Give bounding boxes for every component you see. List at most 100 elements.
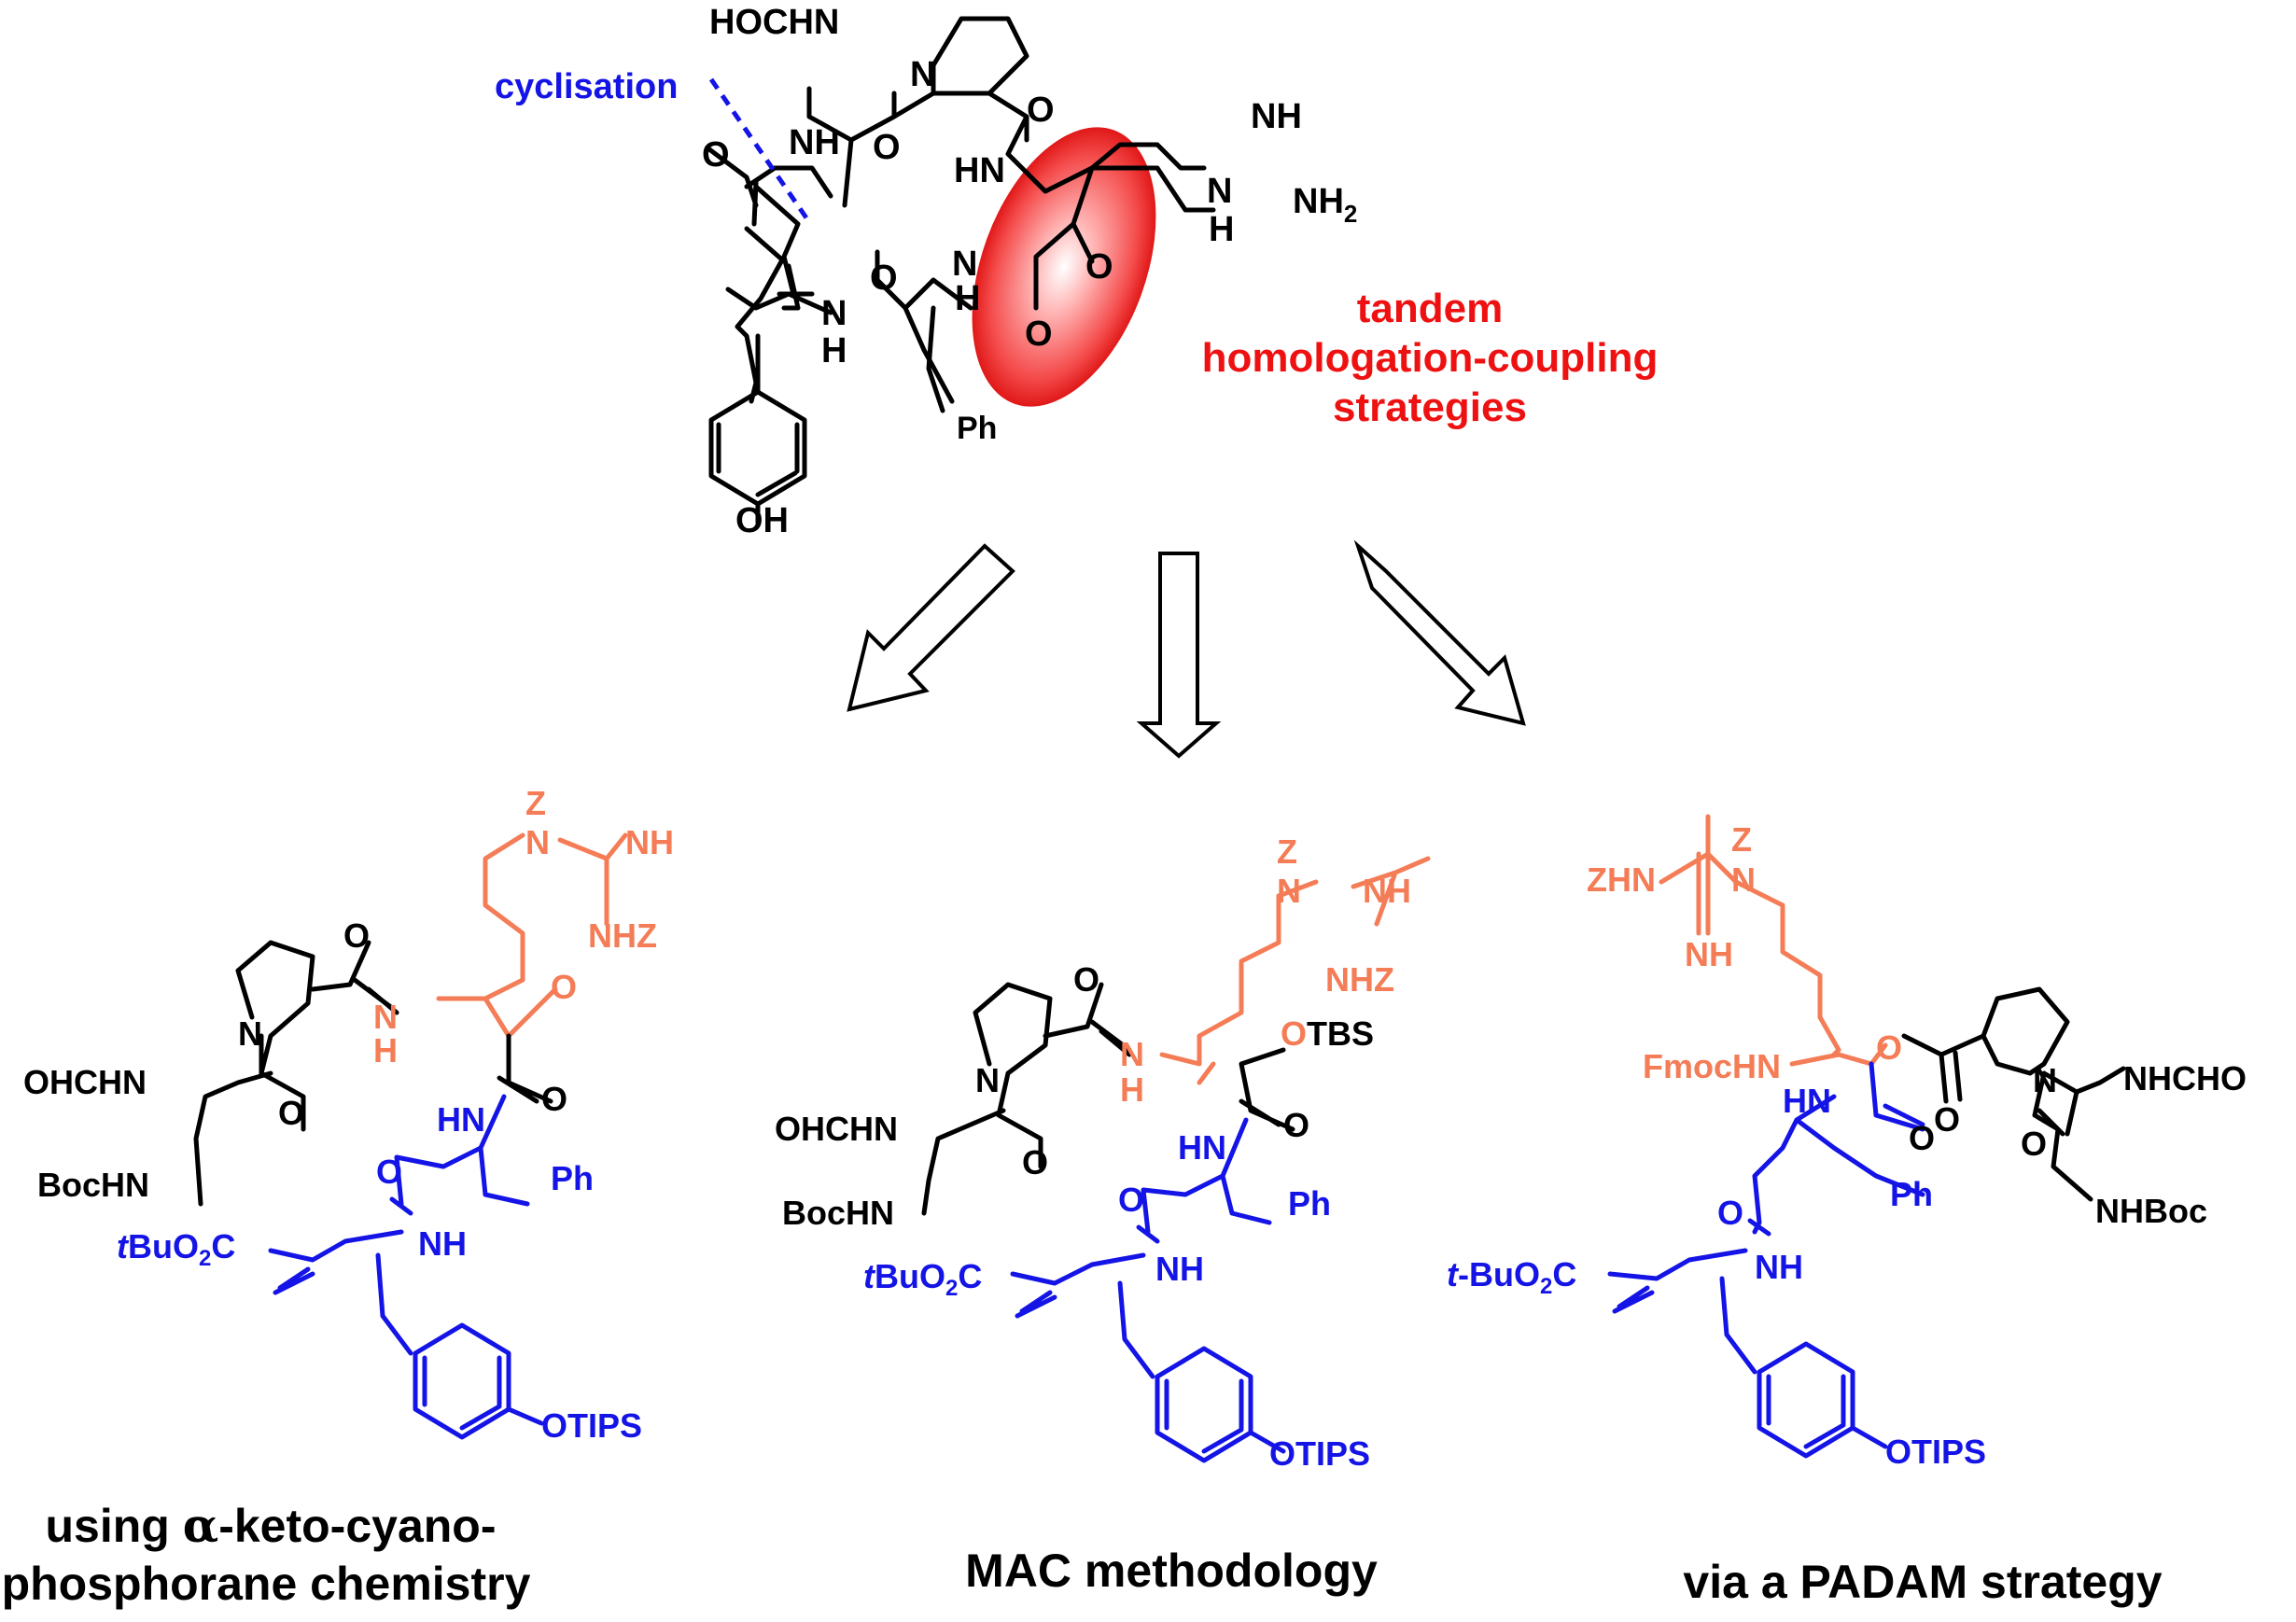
center-nh-label: NH — [1363, 872, 1411, 910]
guanidine-h-label: H — [1209, 210, 1234, 249]
ring-nh-label: NH — [789, 123, 840, 162]
center-arginine-bonds — [1159, 856, 1431, 1085]
right-otips-label: OTIPS — [1885, 1433, 1986, 1471]
tandem-label-line-3: strategies — [1333, 385, 1527, 430]
phe-side-chain — [926, 305, 945, 413]
left-z-label: Z — [525, 784, 546, 822]
keto-o-2: O — [1025, 315, 1053, 354]
proline-n-label: N — [910, 55, 935, 94]
left-precursor: Z N NH NHZ O N H O N OHCHN O O HN BocHN … — [2, 784, 674, 1610]
center-otbs-o: OTBS — [1281, 1014, 1374, 1053]
center-serine-o: O — [1022, 1143, 1048, 1182]
dehydro-h-label: H — [821, 331, 847, 371]
right-nhcho-label: NHCHO — [2123, 1059, 2247, 1098]
center-bochn-label: BocHN — [782, 1194, 894, 1232]
center-blue-bonds — [1010, 1117, 1286, 1463]
keto-o-1: O — [1085, 247, 1113, 287]
right-tbu-label: t-BuO2C — [1447, 1255, 1576, 1299]
phe-h-label: H — [955, 279, 980, 318]
arrow-center — [1136, 552, 1222, 759]
left-phe-o: O — [376, 1153, 402, 1191]
right-nh-label: NH — [1685, 935, 1733, 973]
right-ester-co-o: O — [1934, 1100, 1960, 1139]
left-proline-n: N — [238, 1014, 262, 1053]
right-nhboc-label: NHBoc — [2095, 1192, 2207, 1230]
phe-ph-label: Ph — [957, 411, 997, 446]
right-proline-n: N — [2033, 1061, 2057, 1099]
center-guanidine-n: N — [1277, 872, 1301, 910]
arrow-left — [847, 543, 1015, 712]
center-nh-dehydro: NH — [1155, 1250, 1204, 1288]
right-fmochn-label: FmocHN — [1643, 1047, 1781, 1085]
center-proline-o: O — [1073, 960, 1099, 999]
arrow-right — [1353, 539, 1526, 726]
right-guanidine-n: N — [1731, 860, 1756, 899]
center-proline-n: N — [975, 1061, 1000, 1099]
left-arginine-bonds — [436, 832, 628, 1039]
center-otips-label: OTIPS — [1269, 1434, 1370, 1473]
left-proline-o: O — [343, 916, 370, 955]
alkene-bonds — [744, 179, 815, 311]
left-guanidine-n: N — [525, 823, 550, 861]
cyclisation-label: cyclisation — [495, 67, 678, 106]
right-arginine-bonds — [1659, 814, 1888, 1067]
right-phe-o: O — [1717, 1194, 1743, 1232]
left-ohchn-label: OHCHN — [23, 1063, 147, 1101]
right-z-label: Z — [1731, 820, 1752, 859]
dehydro-n-label: N — [821, 294, 847, 333]
left-ph-label: Ph — [551, 1159, 594, 1197]
phe-carbonyl-o: O — [870, 259, 898, 298]
right-amide-o: O — [1909, 1119, 1935, 1157]
right-nh-dehydro: NH — [1755, 1248, 1803, 1286]
retrosynthetic-arrows — [847, 539, 1526, 759]
right-precursor: Z ZHN N NH FmocHN O O N NHCHO O NHBoc HN… — [1447, 814, 2247, 1608]
right-serine-o: O — [2021, 1125, 2047, 1163]
hochn-label: HOCHN — [709, 3, 839, 42]
center-ph-label: Ph — [1288, 1184, 1331, 1223]
tyrosine-oh-label: OH — [735, 501, 789, 540]
center-ohchn-label: OHCHN — [775, 1110, 898, 1148]
dehydro-chain-bonds — [707, 147, 801, 404]
guanidine-n-label: N — [1207, 172, 1232, 211]
left-arginine-h: H — [373, 1031, 398, 1070]
center-nhz-label: NHZ — [1325, 960, 1394, 999]
left-black-bonds — [193, 940, 553, 1207]
tandem-label-line-2: homologation-coupling — [1202, 335, 1659, 381]
center-z-label: Z — [1277, 832, 1297, 871]
right-caption: via a PADAM strategy — [1683, 1556, 2162, 1608]
center-phe-o: O — [1118, 1181, 1144, 1219]
tyrosine-ring — [708, 333, 807, 525]
left-nhz-label: NHZ — [588, 916, 657, 955]
left-hn-label: HN — [437, 1100, 485, 1139]
serine-carbonyl-o: O — [873, 128, 901, 167]
left-bochn-label: BocHN — [37, 1166, 149, 1204]
macrocycle-bonds — [725, 16, 1216, 404]
left-arginine-n: N — [373, 998, 398, 1036]
left-blue-bonds — [268, 1094, 544, 1440]
cyclisation-cut-line — [708, 77, 810, 221]
left-serine-o: O — [278, 1094, 304, 1132]
center-tbu-label: tBuO2C — [863, 1257, 982, 1301]
phe-n-label: N — [952, 245, 977, 284]
right-ester-o: O — [1876, 1028, 1902, 1067]
guanidine-nh-label: NH — [1251, 97, 1302, 136]
right-blue-bonds — [1607, 1061, 1925, 1459]
guanidine-nh2-label: NH2 — [1293, 182, 1357, 228]
right-ph-label: Ph — [1890, 1175, 1933, 1213]
center-black-bonds — [921, 982, 1295, 1216]
center-hn-label: HN — [1178, 1128, 1226, 1167]
proline-carbonyl-o: O — [1027, 91, 1055, 130]
left-keto-o: O — [551, 968, 577, 1006]
center-arginine-h: H — [1120, 1070, 1144, 1109]
right-black-bonds — [1901, 986, 2126, 1202]
right-zhn-label: ZHN — [1587, 860, 1656, 899]
center-arginine-n: N — [1120, 1035, 1144, 1073]
left-nh-label: NH — [625, 823, 674, 861]
target-macrocycle: HOCHN NH N O O HN NH NH2 N H O O O O N H… — [495, 3, 1658, 540]
left-caption-line-2: phosphorane chemistry — [2, 1558, 531, 1610]
dehydro-carbonyl-o: O — [702, 135, 730, 175]
tandem-label-line-1: tandem — [1357, 286, 1503, 331]
center-caption: MAC methodology — [965, 1545, 1378, 1597]
center-amide-o: O — [1283, 1106, 1309, 1144]
